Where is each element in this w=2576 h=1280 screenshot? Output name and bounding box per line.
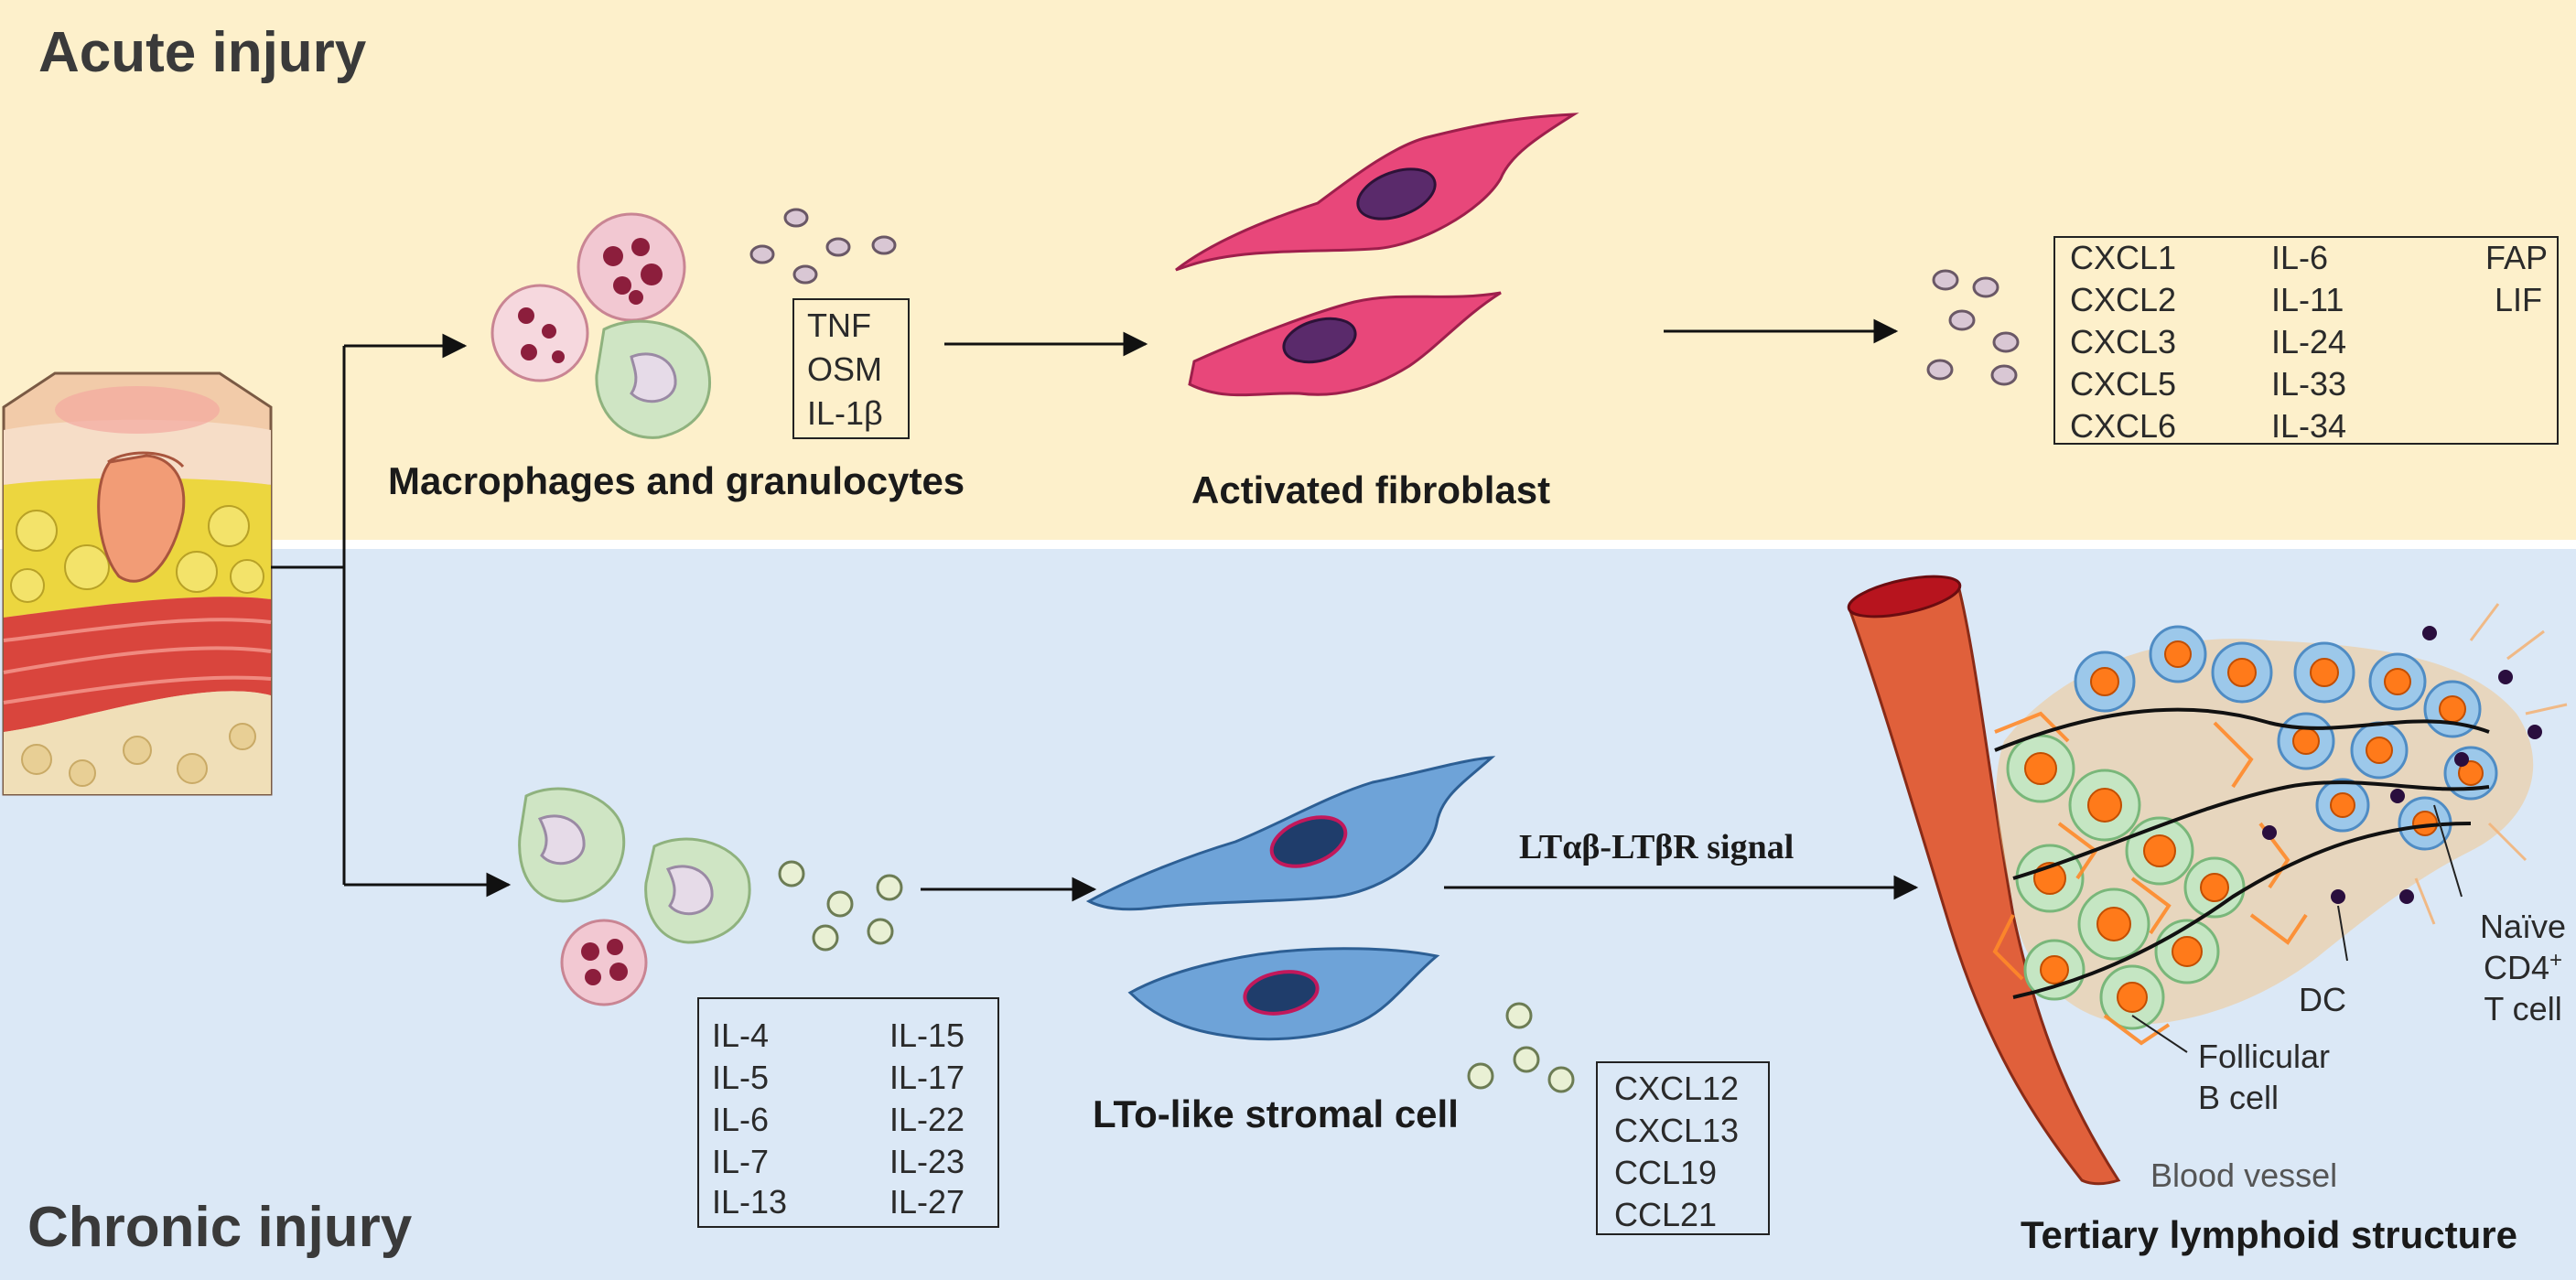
cytokine-item: IL-13	[712, 1183, 788, 1221]
panel-divider	[0, 540, 2576, 549]
chemokine-item: CCL21	[1614, 1196, 1718, 1233]
follicular-line2: B cell	[2198, 1079, 2280, 1116]
secreted-item: IL-33	[2271, 365, 2347, 403]
chemokine-item: CCL19	[1614, 1154, 1718, 1191]
acute-immune-cells	[490, 212, 711, 439]
secreted-item: CXCL1	[2070, 239, 2177, 276]
blood-vessel-label: Blood vessel	[2150, 1156, 2338, 1194]
acute-injury-title: Acute injury	[38, 21, 367, 84]
immune-cells-label: Macrophages and granulocytes	[388, 459, 965, 502]
cytokine-item: IL-23	[889, 1143, 965, 1180]
tls-label: Tertiary lymphoid structure	[2021, 1213, 2518, 1256]
secreted-item: CXCL5	[2070, 365, 2177, 403]
tls-cluster	[1992, 603, 2568, 1053]
chronic-particles-2	[1467, 1002, 1575, 1093]
acute-particles-1	[749, 208, 897, 285]
stimuli-box	[792, 298, 910, 439]
stimulus-item: IL-1β	[807, 394, 883, 432]
secreted-item: CXCL6	[2070, 407, 2177, 445]
chemokine-box	[1596, 1061, 1770, 1235]
cytokine-item: IL-15	[889, 1016, 965, 1054]
naive-t-line3: T cell	[2484, 990, 2562, 1027]
dc-label: DC	[2299, 981, 2346, 1018]
secreted-item: IL-34	[2271, 407, 2347, 445]
naive-t-line1: Naïve	[2480, 908, 2567, 945]
stimulus-item: TNF	[807, 307, 871, 344]
acute-particles-2	[1926, 269, 2020, 386]
naive-t-line2: CD4	[2484, 949, 2550, 986]
secreted-item: IL-24	[2271, 323, 2347, 360]
naive-t-superscript: +	[2549, 948, 2563, 973]
chronic-immune-cells	[518, 787, 751, 1006]
secreted-item: IL-6	[2271, 239, 2329, 276]
signal-label: LTαβ-LTβR signal	[1519, 828, 1795, 866]
cytokine-item: IL-27	[889, 1183, 965, 1221]
branch-arrows	[271, 333, 512, 898]
acute-injury-panel	[0, 0, 2576, 540]
blood-vessel-illustration	[1847, 575, 2121, 1186]
cytokine-item: IL-17	[889, 1059, 965, 1096]
chemokine-item: CXCL13	[1614, 1112, 1740, 1149]
cytokine-item: IL-4	[712, 1016, 770, 1054]
naive-t-cell-label: Naïve CD4+ T cell	[2480, 906, 2566, 1029]
secreted-item: FAP	[2485, 239, 2549, 276]
cytokine-item: IL-6	[712, 1101, 770, 1138]
secreted-item: CXCL3	[2070, 323, 2177, 360]
stimulus-item: OSM	[807, 350, 883, 388]
follicular-b-cell-label: Follicular B cell	[2198, 1036, 2330, 1118]
cytokine-item: IL-22	[889, 1101, 965, 1138]
chemokine-item: CXCL12	[1614, 1070, 1740, 1107]
chronic-injury-title: Chronic injury	[27, 1196, 413, 1259]
cytokine-item: IL-5	[712, 1059, 770, 1096]
secreted-item: CXCL2	[2070, 281, 2177, 318]
skin-wound-illustration	[2, 371, 273, 796]
activated-fibroblast-illustration	[1175, 113, 1579, 397]
cytokine-item: IL-7	[712, 1143, 770, 1180]
stromal-cell-illustration	[1085, 756, 1496, 1041]
secreted-item: IL-11	[2271, 281, 2344, 318]
stromal-cell-label: LTo-like stromal cell	[1093, 1092, 1459, 1135]
secreted-item: LIF	[2495, 281, 2543, 318]
acute-secreted-box	[2053, 236, 2559, 445]
chronic-particles-1	[778, 860, 903, 952]
chronic-cytokine-box	[697, 997, 999, 1228]
fibroblast-label: Activated fibroblast	[1191, 468, 1551, 511]
follicular-line1: Follicular	[2198, 1038, 2331, 1075]
